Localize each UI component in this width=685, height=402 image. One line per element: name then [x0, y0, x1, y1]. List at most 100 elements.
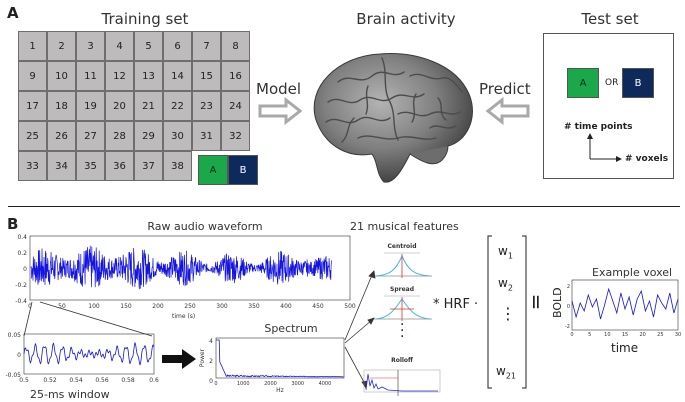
plot-frame [215, 337, 345, 379]
brain-image [313, 53, 473, 183]
feature-name-centroid: Centroid [387, 243, 417, 250]
waveform-x-tick: 400 [280, 303, 292, 310]
waveform-y-tick: 0.4 [17, 234, 27, 241]
training-cell: 34 [47, 151, 76, 181]
training-cell: 4 [105, 31, 134, 61]
spectrum-y-tick: 4 [209, 338, 213, 345]
voxel-x-tick: 30 [675, 332, 681, 338]
waveform-y-tick: -0.2 [15, 282, 27, 289]
spectrum-y-tick: 2 [209, 358, 213, 365]
model-label: Model [256, 80, 302, 98]
training-cell: 18 [47, 91, 76, 121]
rolloff-thumbnail [363, 369, 441, 396]
training-cell: 29 [134, 121, 163, 151]
features-ellipsis-icon: ··· [400, 317, 405, 345]
brain-activity-title: Brain activity [356, 10, 456, 28]
window-y-tick: 0 [17, 352, 21, 359]
spectrum-y-label: Power [199, 348, 206, 367]
training-cell: 25 [18, 121, 47, 151]
training-cell: 32 [221, 121, 250, 151]
window-x-tick: 0.52 [43, 377, 57, 384]
waveform-x-tick: 50 [58, 303, 66, 310]
spectrum-arrow-icon [162, 349, 196, 369]
panel-b-letter: B [7, 215, 19, 233]
training-cell: 16 [221, 61, 250, 91]
example-voxel-title: Example voxel [592, 266, 673, 279]
weight-w2: w2 [498, 276, 513, 293]
centroid-thumbnail [374, 252, 432, 278]
training-cell: 17 [18, 91, 47, 121]
waveform-x-tick: 500 [344, 303, 356, 310]
training-cell: 11 [76, 61, 105, 91]
raw-waveform-title: Raw audio waveform [147, 220, 263, 233]
model-arrow-icon [258, 96, 303, 126]
window-x-tick: 0.56 [95, 377, 109, 384]
training-cell: 35 [76, 151, 105, 181]
waveform-y-tick: 0 [23, 266, 27, 273]
spectrum-x-tick: 2000 [264, 381, 277, 387]
voxel-y-tick: -2 [565, 324, 570, 330]
voxel-x-tick: 15 [622, 332, 628, 338]
spread-thumbnail [374, 295, 432, 321]
training-cell: 12 [105, 61, 134, 91]
training-cell: 1 [18, 31, 47, 61]
training-cell: 21 [134, 91, 163, 121]
training-cell: 3 [76, 31, 105, 61]
spectrum-y-tick: 0 [209, 378, 213, 385]
window-y-tick: -0.05 [5, 372, 21, 379]
voxel-x-label: time [611, 341, 639, 355]
test-stimulus-b: B [622, 68, 654, 98]
window-trace [23, 341, 154, 366]
window-y-tick: 0.05 [8, 332, 22, 339]
predict-label: Predict [479, 80, 531, 98]
weight-vector-brackets [487, 235, 527, 389]
spectrum-x-tick: 3000 [291, 381, 304, 387]
training-cell: 36 [105, 151, 134, 181]
training-cell: 10 [47, 61, 76, 91]
training-cell: 27 [76, 121, 105, 151]
waveform-x-label: time (s) [172, 313, 196, 320]
voxels-label: # voxels [625, 154, 669, 164]
training-cell: 8 [221, 31, 250, 61]
spectrum-title: Spectrum [264, 322, 318, 335]
training-cell: 15 [192, 61, 221, 91]
musical-features-title: 21 musical features [350, 220, 459, 233]
time-points-label: # time points [564, 122, 633, 132]
waveform-x-tick: 200 [152, 303, 164, 310]
training-cell: 37 [134, 151, 163, 181]
training-cell: 9 [18, 61, 47, 91]
training-cell: 28 [105, 121, 134, 151]
spectrum-x-tick: 0 [214, 381, 217, 387]
training-cell: 22 [163, 91, 192, 121]
test-set-title: Test set [581, 10, 639, 28]
window-x-tick: 0.6 [149, 377, 159, 384]
predict-arrow-icon [485, 96, 530, 126]
plot-frame [571, 279, 679, 331]
training-stimulus-a: A [198, 155, 228, 185]
waveform-x-tick: 350 [248, 303, 260, 310]
training-stimulus-b: B [228, 155, 258, 185]
voxel-x-tick: 20 [639, 332, 645, 338]
training-cell: 26 [47, 121, 76, 151]
test-set-box: A OR B # time points # voxels [543, 33, 674, 179]
window-label: 25-ms window [30, 388, 110, 401]
waveform-y-tick: -0.4 [15, 298, 27, 305]
spectrum-trace [216, 339, 344, 378]
weight-dots-icon: ⋮ [500, 304, 516, 323]
training-cell: 20 [105, 91, 134, 121]
plot-frame [29, 235, 351, 301]
equals-sign: = [524, 293, 549, 311]
training-cell: 19 [76, 91, 105, 121]
panel-divider [8, 206, 680, 207]
training-cell: 7 [192, 31, 221, 61]
feature-name-rolloff: Rolloff [391, 357, 413, 364]
window-x-tick: 0.5 [19, 377, 29, 384]
voxel-y-tick: 2 [567, 284, 570, 290]
or-label: OR [605, 78, 619, 88]
voxel-x-tick: 10 [604, 332, 610, 338]
waveform-x-tick: 100 [88, 303, 100, 310]
